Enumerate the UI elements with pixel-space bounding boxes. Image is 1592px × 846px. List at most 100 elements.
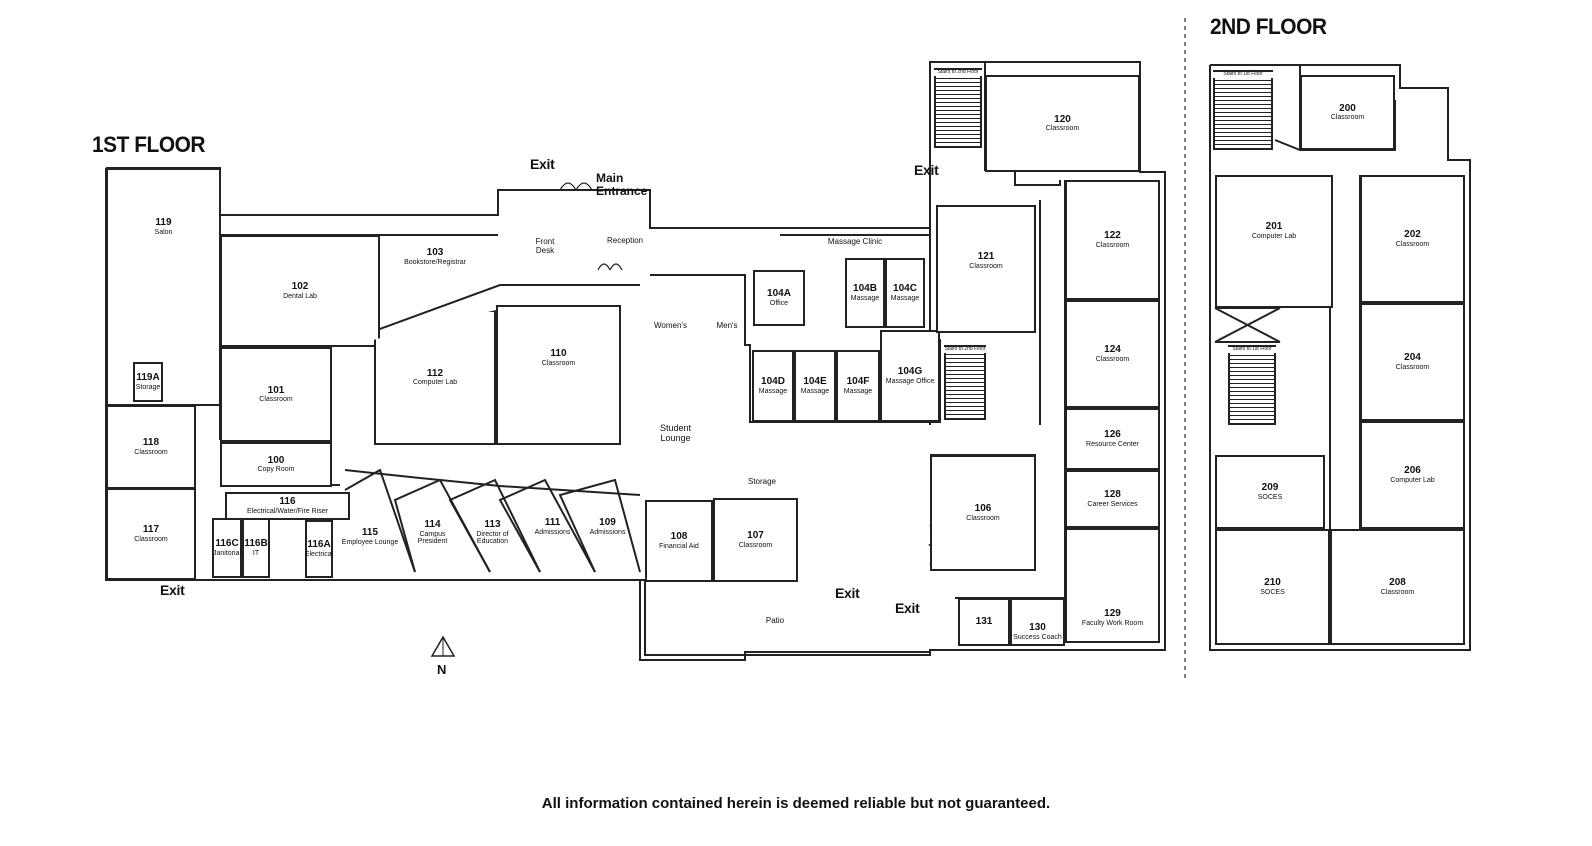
room-name: Electrical/Water/Fire Riser — [246, 507, 329, 515]
room-number: 103 — [426, 247, 444, 258]
room-name: Computer Lab — [1390, 476, 1435, 484]
room-104a[interactable]: 104A Office — [753, 270, 805, 326]
room-name: Massage — [758, 387, 788, 395]
room-104g[interactable]: 104G Massage Office — [880, 330, 940, 422]
reception-label: Reception — [606, 236, 644, 245]
room-name: Classroom — [259, 396, 293, 404]
room-106[interactable]: 106 Classroom — [930, 455, 1036, 571]
room-109[interactable]: 109 Admissions — [580, 517, 635, 536]
room-119[interactable]: 119 Salon — [106, 168, 221, 406]
room-number: 124 — [1104, 344, 1121, 356]
stairwell-south — [944, 345, 986, 420]
room-name: Director of Education — [476, 530, 509, 545]
room-name: Employee Lounge — [341, 538, 399, 546]
room-name: Copy Room — [257, 466, 295, 474]
room-107[interactable]: 107 Classroom — [713, 498, 798, 582]
exit-label-west: Exit — [160, 582, 185, 598]
stair-label: Stairs to 1st Floor — [1227, 346, 1277, 353]
room-104f[interactable]: 104F Massage — [836, 350, 880, 422]
floor1-title: 1ST FLOOR — [92, 132, 206, 157]
room-number: 120 — [1054, 113, 1071, 125]
room-204[interactable]: 204 Classroom — [1360, 303, 1465, 421]
room-121[interactable]: 121 Classroom — [936, 205, 1036, 333]
room-104d[interactable]: 104D Massage — [752, 350, 794, 422]
storage-label: Storage — [747, 477, 777, 486]
room-number: 131 — [975, 615, 993, 627]
room-111[interactable]: 111 Admissions — [525, 517, 580, 536]
room-119a[interactable]: 119A Storage — [133, 362, 163, 402]
room-113[interactable]: 113 Director of Education — [465, 519, 520, 545]
room-129[interactable]: 129 Faculty Work Room — [1065, 528, 1160, 643]
room-128[interactable]: 128 Career Services — [1065, 470, 1160, 528]
room-102[interactable]: 102 Dental Lab — [220, 235, 380, 347]
room-201[interactable]: 201 Computer Lab — [1215, 175, 1333, 308]
room-number: 122 — [1104, 230, 1121, 242]
room-name: Janitorial — [213, 549, 242, 557]
room-114[interactable]: 114 Campus President — [405, 519, 460, 545]
room-name: Classroom — [1095, 241, 1130, 249]
room-number: 112 — [426, 367, 444, 379]
exit-label-patio: Exit — [835, 585, 860, 601]
north-arrow-label: N — [437, 662, 447, 677]
room-name: Massage Office — [885, 377, 935, 385]
room-number: 116C — [215, 538, 239, 550]
room-104c[interactable]: 104C Massage — [885, 258, 925, 328]
room-number: 202 — [1404, 229, 1421, 241]
room-number: 106 — [974, 503, 992, 515]
room-115[interactable]: 115 Employee Lounge — [330, 527, 410, 546]
room-name: Faculty Work Room — [1081, 619, 1144, 627]
room-name: Classroom — [134, 448, 168, 456]
room-number: 200 — [1339, 102, 1356, 114]
room-name: Admissions — [589, 528, 626, 536]
room-104e[interactable]: 104E Massage — [794, 350, 836, 422]
room-name: Classroom — [134, 535, 168, 543]
room-117[interactable]: 117 Classroom — [106, 488, 196, 580]
room-name: Classroom — [1330, 114, 1365, 122]
room-name: Storage — [135, 383, 161, 391]
room-name: Classroom — [1395, 240, 1430, 248]
room-name: SOCES — [1260, 588, 1285, 596]
room-206[interactable]: 206 Computer Lab — [1360, 421, 1465, 529]
room-110[interactable]: 110 Classroom — [496, 305, 621, 445]
room-104b[interactable]: 104B Massage — [845, 258, 885, 328]
room-name: Classroom — [966, 514, 1000, 522]
exit-label-north-east: Exit — [914, 162, 939, 178]
room-210[interactable]: 210 SOCES — [1215, 529, 1330, 645]
room-202[interactable]: 202 Classroom — [1360, 175, 1465, 303]
room-number: 110 — [550, 348, 567, 359]
room-number: 116A — [307, 539, 331, 551]
room-116[interactable]: 116 Electrical/Water/Fire Riser — [225, 492, 350, 520]
room-number: 116B — [244, 538, 268, 550]
stair-label: Stairs to 1st Floor — [1212, 71, 1274, 78]
room-number: 129 — [1104, 608, 1121, 620]
stairwell-north — [934, 68, 982, 148]
room-208[interactable]: 208 Classroom — [1330, 529, 1465, 645]
room-116c[interactable]: 116C Janitorial — [212, 518, 242, 578]
room-name: IT — [252, 549, 260, 557]
room-100[interactable]: 100 Copy Room — [220, 442, 332, 487]
room-name: Massage — [850, 294, 880, 302]
room-122[interactable]: 122 Classroom — [1065, 180, 1160, 300]
room-103[interactable]: 103 Bookstore/Registrar — [385, 247, 485, 266]
room-108[interactable]: 108 Financial Aid — [645, 500, 713, 582]
room-209[interactable]: 209 SOCES — [1215, 455, 1325, 529]
room-name: Success Coach — [1013, 633, 1062, 641]
room-120[interactable]: 120 Classroom — [985, 75, 1140, 172]
room-116b[interactable]: 116B IT — [242, 518, 270, 578]
room-number: 119 — [155, 217, 172, 228]
room-124[interactable]: 124 Classroom — [1065, 300, 1160, 408]
room-name: Computer Lab — [412, 379, 458, 387]
room-130[interactable]: 130 Success Coach — [1010, 598, 1065, 646]
room-200[interactable]: 200 Classroom — [1300, 75, 1395, 150]
room-number: 117 — [142, 524, 160, 536]
room-number: 114 — [424, 519, 441, 530]
room-131[interactable]: 131 — [958, 598, 1010, 646]
room-101[interactable]: 101 Classroom — [220, 347, 332, 442]
room-number: 121 — [977, 251, 995, 262]
room-118[interactable]: 118 Classroom — [106, 405, 196, 489]
room-116a[interactable]: 116A Electrical — [305, 520, 333, 578]
room-126[interactable]: 126 Resource Center — [1065, 408, 1160, 470]
stairwell-2f-south — [1228, 345, 1276, 425]
room-name: Bookstore/Registrar — [404, 258, 466, 266]
room-name: SOCES — [1257, 493, 1283, 501]
